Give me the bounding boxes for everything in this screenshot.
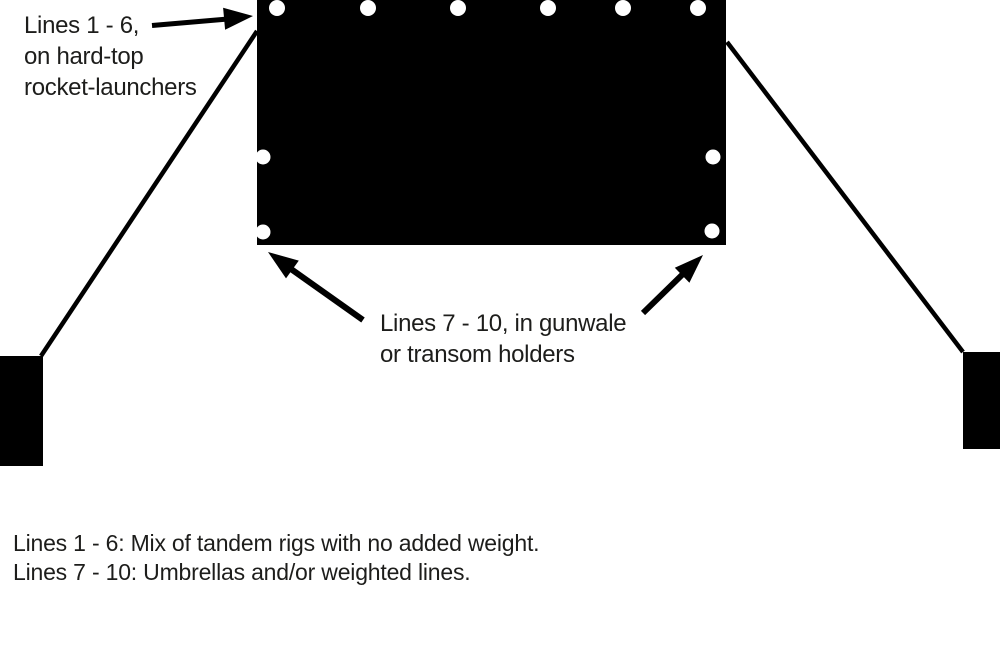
legend-caption: Lines 1 - 6: Mix of tandem rigs with no … [13,529,540,587]
hardtop-rect [257,0,726,245]
bottom-left-annotation-arrow-shaft [289,266,365,323]
rod-holder-dot-4 [540,0,556,16]
transom-holder-dot-left [255,224,271,240]
bottom-right-annotation-arrow-head [674,255,703,283]
gunwale-holder-dot-left [255,149,271,165]
rod-holder-dot-2 [360,0,376,16]
right-planer-board [963,352,1000,449]
top-annotation-arrow-shaft [151,16,229,28]
right-outrigger-line [725,40,965,354]
caption-line-2: Lines 7 - 10: Umbrellas and/or weighted … [13,559,471,585]
left-outrigger-line [39,29,259,358]
bottom-left-annotation-arrow [268,252,365,323]
rod-holder-dot-5 [615,0,631,16]
bottom-right-annotation-arrow-shaft [640,269,688,316]
top-annotation-arrow-head [223,7,253,30]
rod-holder-dot-6 [690,0,706,16]
bottom-left-annotation-arrow-head [268,252,299,279]
left-planer-board [0,356,43,466]
gunwale-holder-dot-right [705,149,721,165]
rod-holder-dot-3 [450,0,466,16]
rod-holder-dot-1 [269,0,285,16]
top-annotation-arrow [151,7,253,30]
annotation-gunwale-holders: Lines 7 - 10, in gunwale or transom hold… [380,310,627,368]
annotation-rocket-launchers: Lines 1 - 6, on hard-top rocket-launcher… [24,12,197,101]
bottom-right-annotation-arrow [640,255,703,316]
transom-holder-dot-right [704,223,720,239]
caption-line-1: Lines 1 - 6: Mix of tandem rigs with no … [13,530,540,556]
